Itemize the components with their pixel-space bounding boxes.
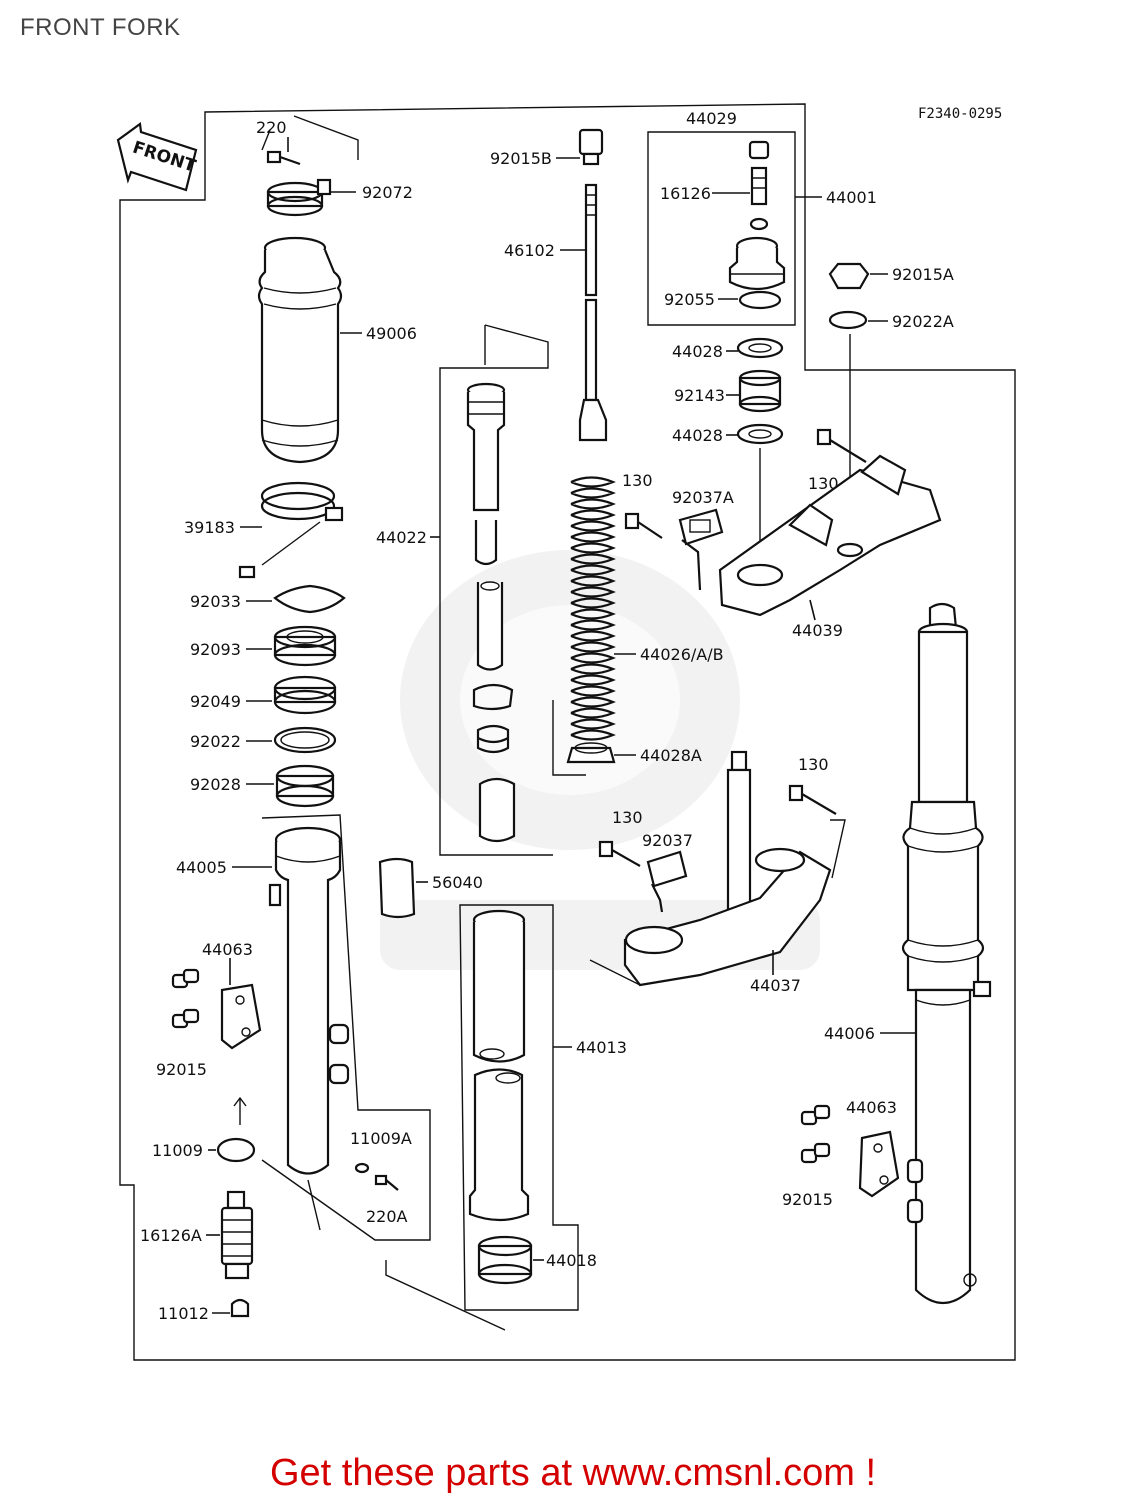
spring-seat-44028A	[566, 742, 616, 764]
label-92015B: 92015B	[490, 149, 552, 168]
label-11012: 11012	[158, 1304, 209, 1323]
label-11009: 11009	[152, 1141, 203, 1160]
gasket-92033	[273, 584, 346, 614]
label-44013: 44013	[576, 1038, 627, 1057]
label-44063-left: 44063	[202, 940, 253, 959]
label-44022: 44022	[376, 528, 427, 547]
label-92037A: 92037A	[672, 488, 734, 507]
label-44006: 44006	[824, 1024, 875, 1043]
washer-44028-bottom	[736, 423, 784, 445]
label-44001: 44001	[826, 188, 877, 207]
label-220A: 220A	[366, 1207, 408, 1226]
clamp-92037	[646, 850, 688, 913]
nut-92015-right	[800, 1104, 831, 1164]
reference-code: F2340-0295	[918, 106, 1002, 122]
label-44063-right: 44063	[846, 1098, 897, 1117]
clamp-bracket-44063-left	[220, 983, 262, 1050]
clamp-bracket-44063-right	[858, 1130, 900, 1198]
bushing-44018	[477, 1235, 533, 1285]
washer-11009A	[354, 1162, 370, 1174]
dust-boot-49006	[257, 236, 343, 464]
label-44028A: 44028A	[640, 746, 702, 765]
washer-92049	[273, 675, 337, 715]
label-44039: 44039	[792, 621, 843, 640]
label-92093: 92093	[190, 640, 241, 659]
cap-bolt-44001	[728, 236, 786, 291]
label-16126: 16126	[660, 184, 711, 203]
label-92015-left: 92015	[156, 1060, 207, 1079]
assembly-frame	[119, 103, 1016, 1361]
air-valve-16126A	[220, 1190, 254, 1280]
label-92028: 92028	[190, 775, 241, 794]
label-44005: 44005	[176, 858, 227, 877]
footer-link-text[interactable]: Get these parts at www.cmsnl.com !	[269, 1452, 877, 1494]
nut-92015A	[828, 262, 870, 290]
label-49006: 49006	[366, 324, 417, 343]
washer-92022A	[828, 310, 868, 330]
label-130-b: 130	[622, 471, 653, 490]
label-92072: 92072	[362, 183, 413, 202]
bolt-130-a	[816, 428, 867, 463]
spring-44026	[570, 476, 616, 741]
valve-cap-11012	[230, 1298, 250, 1318]
label-92015-right: 92015	[782, 1190, 833, 1209]
label-16126A: 16126A	[140, 1226, 202, 1245]
label-92037: 92037	[642, 831, 693, 850]
stem-lower-bracket-44037	[623, 750, 832, 987]
label-130-a: 130	[808, 474, 839, 493]
label-46102: 46102	[504, 241, 555, 260]
label-92015A: 92015A	[892, 265, 954, 284]
oil-seal-92093	[273, 625, 337, 667]
label-92022A: 92022A	[892, 312, 954, 331]
o-ring-92055	[738, 290, 782, 310]
label-130-d: 130	[612, 808, 643, 827]
clamp-92037A	[678, 508, 724, 591]
clamp-92072	[266, 178, 332, 217]
label-44026: 44026/A/B	[640, 645, 724, 664]
label-44028-top: 44028	[672, 342, 723, 361]
label-92033: 92033	[190, 592, 241, 611]
bushing-92028	[275, 764, 335, 808]
label-220: 220	[256, 118, 287, 137]
outer-tube-44005	[268, 826, 350, 1231]
bolt-130-d	[598, 840, 641, 867]
tag-56040	[378, 857, 416, 919]
cylinder-unit-44022	[466, 382, 516, 843]
label-92055: 92055	[664, 290, 715, 309]
label-92049: 92049	[190, 692, 241, 711]
bolt-130-b	[624, 512, 663, 539]
label-44029: 44029	[686, 109, 737, 128]
ring-92022	[273, 726, 337, 754]
bolt-220A	[374, 1174, 399, 1191]
valve-16126	[748, 140, 770, 231]
label-92022: 92022	[190, 732, 241, 751]
label-39183: 39183	[184, 518, 235, 537]
rod-46102	[578, 183, 608, 442]
washer-44028-top	[736, 337, 784, 359]
nut-92015-left	[171, 968, 200, 1029]
o-ring-11009	[216, 1137, 256, 1163]
inner-tube-44013	[468, 909, 530, 1222]
label-44018: 44018	[546, 1251, 597, 1270]
label-11009A: 11009A	[350, 1129, 412, 1148]
bolt-130-c	[788, 784, 837, 815]
part-number-labels: 220 92072 49006 39183 92033 92093 92049 …	[140, 109, 954, 1323]
label-44037: 44037	[750, 976, 801, 995]
bolt-220	[266, 150, 301, 166]
label-56040: 56040	[432, 873, 483, 892]
right-fork-leg-44006	[901, 602, 992, 1304]
collar-92143	[738, 369, 782, 413]
label-130-c: 130	[798, 755, 829, 774]
front-arrow-icon: FRONT	[116, 122, 198, 192]
label-44028-bottom: 44028	[672, 426, 723, 445]
exploded-parts-diagram: F2340-0295 FRONT	[116, 103, 1016, 1361]
bolt-92015B	[578, 128, 604, 166]
upper-bracket-44039	[718, 454, 942, 617]
label-92143: 92143	[674, 386, 725, 405]
leader-lines	[206, 137, 916, 1314]
page-title: FRONT FORK	[20, 14, 181, 41]
clamp-39183	[238, 481, 344, 579]
